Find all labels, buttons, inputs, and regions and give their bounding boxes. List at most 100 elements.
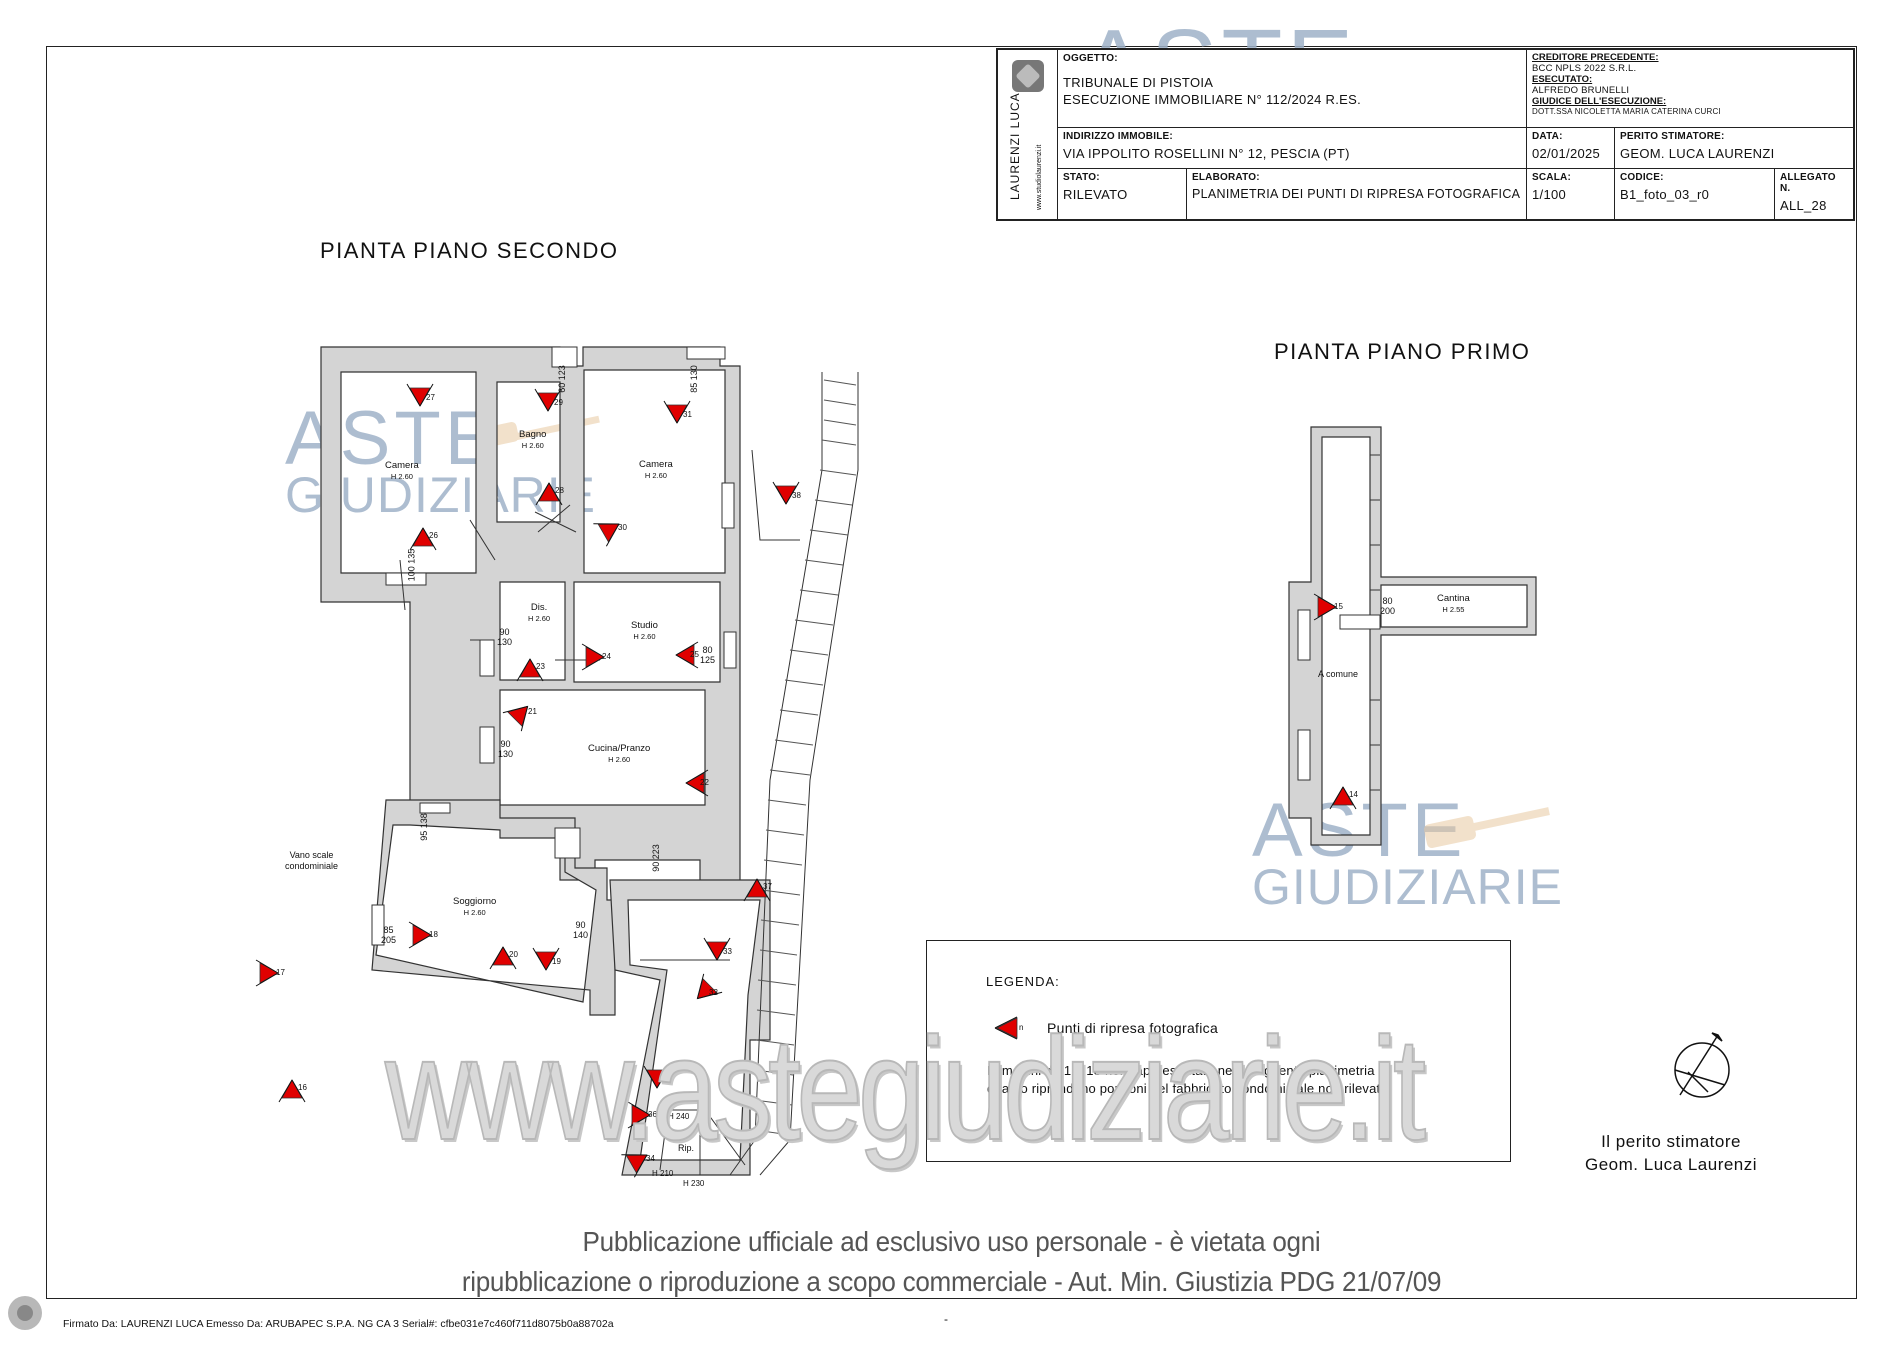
- photo-point-label-31: 31: [683, 410, 692, 419]
- second-floor-heading: PIANTA PIANO SECONDO: [320, 238, 619, 263]
- first-floor-heading: PIANTA PIANO PRIMO: [1274, 339, 1531, 364]
- photo-point-label-29: 29: [554, 398, 563, 407]
- digital-signature-seal-icon: [8, 1296, 42, 1330]
- allegato-cell: ALLEGATO N. ALL_28: [1775, 169, 1853, 219]
- interior-lines: [399, 519, 746, 1175]
- stato-label: STATO:: [1063, 172, 1100, 183]
- legend-point-label: Punti di ripresa fotografica: [1047, 1020, 1219, 1036]
- photo-point-label-14: 14: [1349, 790, 1358, 799]
- indirizzo-value: VIA IPPOLITO ROSELLINI N° 12, PESCIA (PT…: [1063, 146, 1350, 161]
- codice-label: CODICE:: [1620, 172, 1664, 183]
- photo-point-label-17: 17: [276, 968, 285, 977]
- esecutato-value: ALFREDO BRUNELLI: [1532, 85, 1630, 96]
- photo-point-28: [535, 482, 563, 506]
- perito-label: PERITO STIMATORE:: [1620, 131, 1725, 142]
- photo-point-label-24: 24: [602, 652, 611, 661]
- elaborato-value: PLANIMETRIA DEI PUNTI DI RIPRESA FOTOGRA…: [1192, 187, 1521, 201]
- oggetto-cell: OGGETTO: TRIBUNALE DI PISTOIA ESECUZIONE…: [1058, 50, 1527, 128]
- photo-point-37: [743, 878, 771, 902]
- photo-point-label-22: 22: [700, 778, 709, 787]
- second-floor-walls: [320, 346, 771, 1176]
- photo-point-23: [516, 658, 544, 682]
- creditore-value: BCC NPLS 2022 S.R.L.: [1532, 63, 1637, 74]
- oggetto-line1: TRIBUNALE DI PISTOIA: [1063, 75, 1214, 90]
- photo-point-22: [685, 769, 709, 797]
- site-boundary-line: [729, 372, 859, 1176]
- photo-point-35: [643, 1065, 671, 1089]
- scala-label: SCALA:: [1532, 172, 1571, 183]
- photo-point-25: [675, 641, 699, 669]
- photo-point-21: [502, 705, 529, 732]
- photo-point-markers: [255, 383, 1357, 1178]
- h240-label: H 240: [668, 1112, 690, 1121]
- photo-point-label-25: 25: [690, 650, 699, 659]
- signature-line1: Il perito stimatore: [1601, 1132, 1741, 1151]
- photo-point-label-32: 32: [709, 988, 718, 997]
- photo-point-label-16: 16: [298, 1083, 307, 1092]
- elaborato-cell: ELABORATO: PLANIMETRIA DEI PUNTI DI RIPR…: [1187, 169, 1527, 219]
- allegato-value: ALL_28: [1780, 198, 1827, 213]
- photo-point-32: [696, 973, 723, 1000]
- photo-point-24: [581, 643, 605, 671]
- photo-point-14: [1329, 786, 1357, 810]
- dim-d1: 100 135: [406, 548, 417, 582]
- studio-logo: LAURENZI LUCA www.studiolaurenzi.it: [998, 50, 1058, 219]
- photo-point-36: [627, 1101, 651, 1129]
- photo-point-15: [1313, 593, 1337, 621]
- photo-point-38: [772, 481, 800, 505]
- giudice-value: DOTT.SSA NICOLETTA MARIA CATERINA CURCI: [1532, 107, 1721, 116]
- legend-n: n: [1019, 1023, 1024, 1032]
- codice-value: B1_foto_03_r0: [1620, 187, 1710, 202]
- photo-point-33: [703, 937, 731, 961]
- footer-dash: -: [944, 1312, 948, 1326]
- codice-cell: CODICE: B1_foto_03_r0: [1615, 169, 1775, 219]
- dim-d8: 90 223: [650, 844, 661, 872]
- photo-point-19: [532, 947, 560, 971]
- dim-d7: 95 138: [418, 813, 429, 841]
- photo-point-label-35: 35: [663, 1075, 672, 1084]
- stato-value: RILEVATO: [1063, 187, 1128, 202]
- photo-point-label-37: 37: [763, 882, 772, 891]
- photo-point-18: [408, 921, 432, 949]
- esecutato-label: ESECUTATO:: [1532, 74, 1593, 85]
- photo-point-label-36: 36: [648, 1110, 657, 1119]
- door-window-marks: [371, 346, 737, 946]
- legend-note: Immagini da 1 a 13 non rappresentate nel…: [987, 1062, 1389, 1098]
- site-hatching: [754, 379, 857, 1136]
- elaborato-label: ELABORATO:: [1192, 172, 1260, 183]
- data-label: DATA:: [1532, 131, 1563, 142]
- photo-point-label-18: 18: [429, 930, 438, 939]
- oggetto-label: OGGETTO:: [1063, 53, 1118, 64]
- watermark-aste-right: ASTE GIUDIZIARIE: [1252, 788, 1564, 916]
- signature-block: Il perito stimatore Geom. Luca Laurenzi: [1585, 1130, 1757, 1176]
- studio-logo-icon: [1012, 60, 1044, 92]
- h210-label: H 210: [652, 1169, 674, 1178]
- indirizzo-label: INDIRIZZO IMMOBILE:: [1063, 131, 1173, 142]
- photo-point-label-38: 38: [792, 491, 801, 500]
- room-dis: Dis.H 2.60: [528, 602, 551, 623]
- scala-value: 1/100: [1532, 187, 1567, 202]
- watermark-website: www.astegiudiziarie.it: [384, 1006, 1427, 1171]
- photo-point-label-15: 15: [1334, 602, 1343, 611]
- drawing-frame: [46, 46, 1857, 1299]
- photo-point-17: [255, 959, 279, 987]
- photo-point-34: [621, 1154, 648, 1178]
- parties-cell: CREDITORE PRECEDENTE: BCC NPLS 2022 S.R.…: [1527, 50, 1853, 128]
- footer-line1: Pubblicazione ufficiale ad esclusivo uso…: [582, 1226, 1321, 1257]
- stato-cell: STATO: RILEVATO: [1058, 169, 1187, 219]
- first-floor-walls: [1288, 426, 1537, 846]
- photo-point-label-23: 23: [536, 662, 545, 671]
- legend-box: LEGENDA: n Punti di ripresa fotografica …: [926, 940, 1511, 1162]
- title-block: LAURENZI LUCA www.studiolaurenzi.it OGGE…: [996, 48, 1855, 221]
- photo-point-16: [278, 1079, 306, 1103]
- data-cell: DATA: 02/01/2025: [1527, 128, 1615, 169]
- signed-by-text: Firmato Da: LAURENZI LUCA Emesso Da: ARU…: [63, 1318, 614, 1330]
